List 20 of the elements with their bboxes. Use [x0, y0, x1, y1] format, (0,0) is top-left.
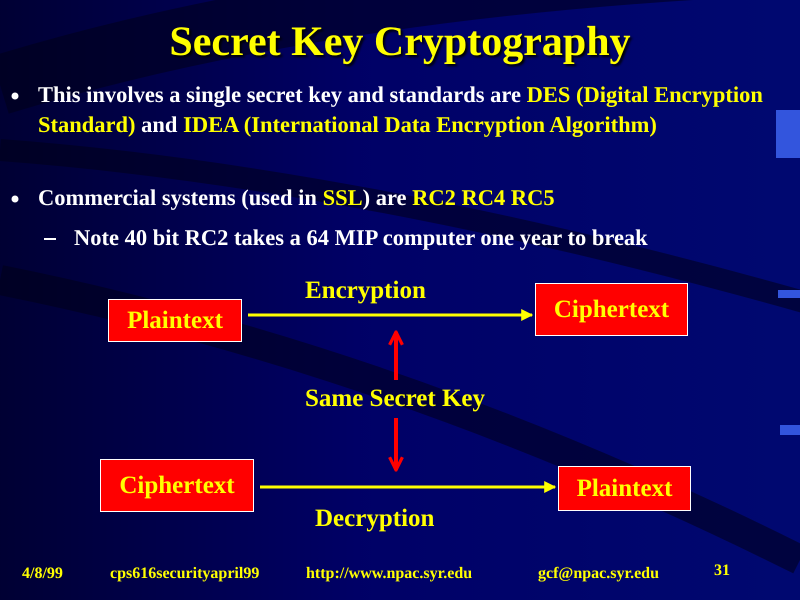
edge-label: Encryption: [305, 277, 426, 305]
footer-text: 4/8/99: [22, 565, 63, 583]
bullet-text: This involves a single secret key and standards are DES (Digital Encryption Standard) and IDEA (International Data Encryption Algorithm): [38, 81, 764, 139]
slide-title: Secret Key Cryptography: [168, 18, 632, 66]
arrow: [248, 309, 534, 321]
footer-text: gcf@npac.syr.edu: [538, 565, 659, 583]
process-box: Plaintext: [558, 466, 691, 511]
footer-text: cps616securityapril99: [110, 565, 260, 583]
footer-text: http://www.npac.syr.edu: [306, 565, 472, 583]
process-box: Ciphertext: [535, 283, 688, 336]
process-box: Ciphertext: [100, 459, 254, 512]
arrow: [388, 418, 404, 472]
process-box: Plaintext: [108, 299, 242, 342]
footer-text: 31: [714, 562, 730, 580]
key-label: Same Secret Key: [280, 380, 510, 418]
bullet-text: Note 40 bit RC2 takes a 64 MIP computer one year to break: [74, 224, 649, 252]
arrow: [260, 481, 556, 493]
bullet-text: Commercial systems (used in SSL) are RC2 RC4 RC5: [38, 184, 556, 212]
edge-label: Decryption: [315, 505, 434, 533]
arrow: [388, 330, 404, 380]
